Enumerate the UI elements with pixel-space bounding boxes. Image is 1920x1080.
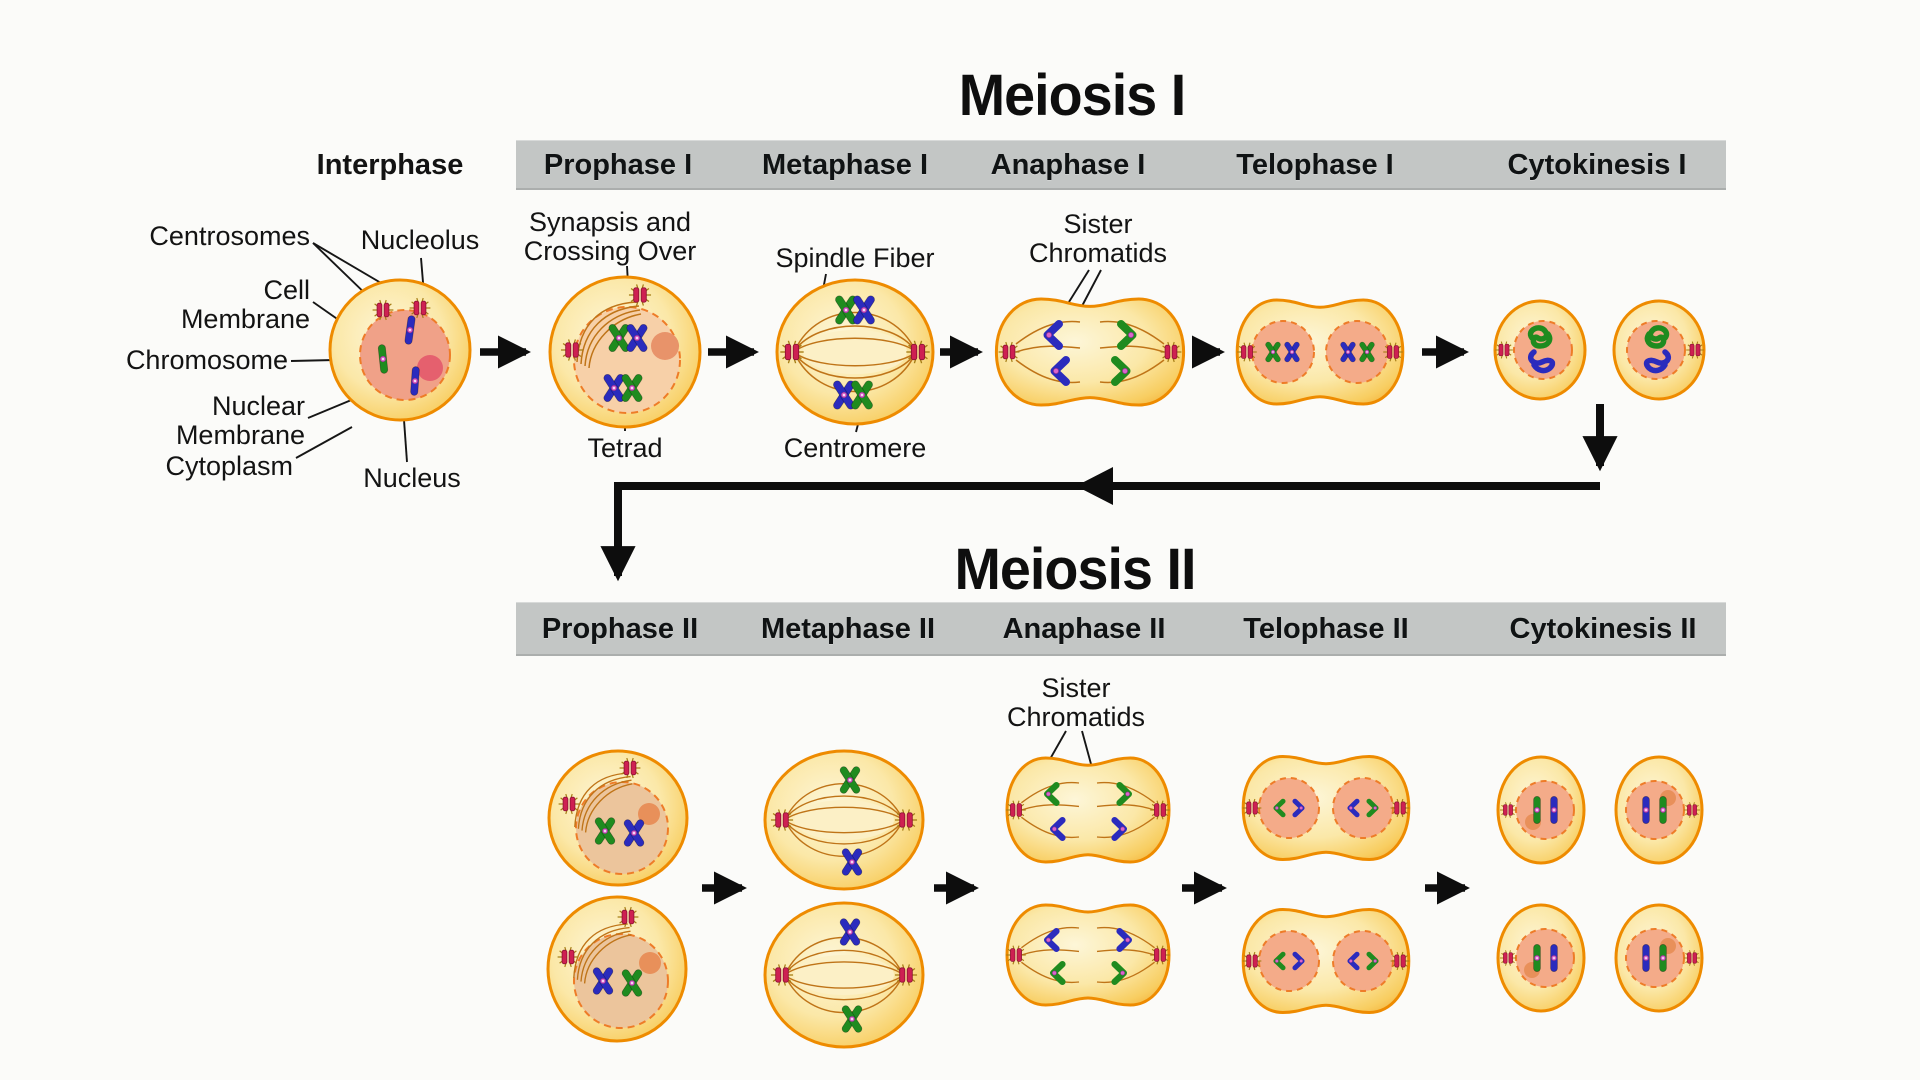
meiosis-2-title: Meiosis II [954,537,1196,602]
cell-cytokinesis-1-left [1493,299,1587,401]
cell-membrane-label: Cell Membrane [180,275,310,335]
return-arrowhead-left [1076,467,1113,505]
header-cytokinesis-2: Cytokinesis II [1509,613,1697,645]
cytoplasm-label: Cytoplasm [165,451,293,481]
nuclear-membrane-label: Nuclear Membrane [175,391,305,451]
cell-telophase-2-bottom [1241,907,1411,1015]
tetrad-label: Tetrad [587,433,663,463]
cell-metaphase-2-bottom [763,901,925,1049]
cell-prophase-2-bottom [546,895,688,1043]
meiosis-2-header-bar: Prophase II Metaphase II Anaphase II Tel… [516,602,1726,656]
cell-telophase-2-top [1241,754,1411,862]
sister-chromatids-2-label: Sister Chromatids [1006,673,1146,733]
flow-arrows [480,335,1470,905]
header-telophase-2: Telophase II [1243,613,1409,645]
header-metaphase-2: Metaphase II [760,613,936,645]
cell-anaphase-1 [994,297,1186,407]
cell-cytokinesis-2-top-left [1496,755,1586,865]
cell-metaphase-2-top [763,749,925,891]
chromosome-label: Chromosome [125,345,288,375]
interphase-label: Interphase [316,149,464,181]
cells-cytokinesis-1 [1493,299,1706,401]
cell-metaphase-1 [775,278,935,426]
cell-cytokinesis-2-bottom-left [1496,903,1586,1013]
cell-telophase-1 [1235,298,1405,406]
cell-cytokinesis-2-top-right [1614,755,1704,865]
centromere-label: Centromere [783,433,927,463]
cells-metaphase-2 [763,749,925,1049]
cell-anaphase-2-top [1005,756,1171,864]
return-arrow [600,404,1618,582]
cell-interphase [328,278,472,422]
cell-prophase-1 [548,275,702,429]
cells-anaphase-2 [1005,756,1171,1007]
meiosis-1-title: Meiosis I [958,63,1187,128]
cell-cytokinesis-2-bottom-right [1614,903,1704,1013]
cell-anaphase-2-bottom [1005,903,1171,1007]
cells-cytokinesis-2 [1496,755,1704,1013]
header-anaphase-2: Anaphase II [1002,613,1166,645]
sister-chromatids-1-label: Sister Chromatids [1028,209,1168,269]
header-prophase-2: Prophase II [541,613,699,645]
header-anaphase-1: Anaphase I [990,149,1146,181]
nucleolus-label: Nucleolus [360,225,480,255]
nucleus-label: Nucleus [363,463,461,493]
header-prophase-1: Prophase I [543,149,693,181]
cells-prophase-2 [546,749,689,1043]
header-cytokinesis-1: Cytokinesis I [1507,149,1687,181]
cell-cytokinesis-1-right [1612,299,1706,401]
header-telophase-1: Telophase I [1236,149,1394,181]
header-metaphase-1: Metaphase I [762,149,928,181]
centrosomes-label: Centrosomes [149,221,310,251]
meiosis-1-header-bar: Prophase I Metaphase I Anaphase I Teloph… [516,140,1726,190]
synapsis-crossing-over-label: Synapsis and Crossing Over [523,207,697,267]
cells-telophase-2 [1241,754,1411,1015]
cell-prophase-2-top [547,749,689,887]
spindle-fiber-label: Spindle Fiber [775,243,935,273]
